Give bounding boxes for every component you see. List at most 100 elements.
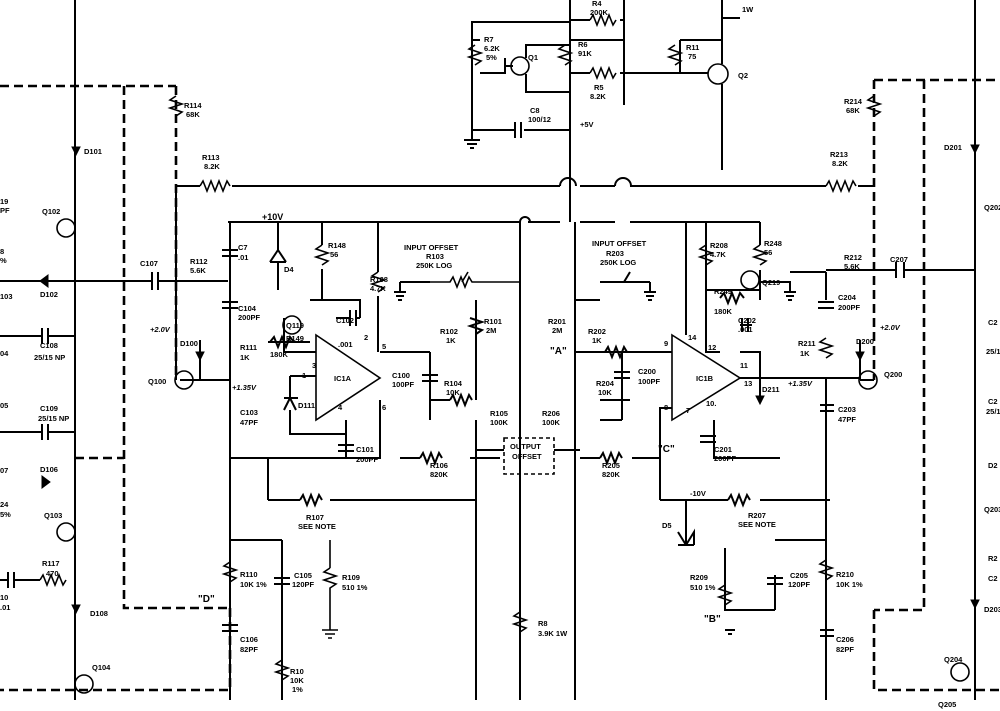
label-out_off2: OFFSET [512,452,542,461]
label-q204: Q204 [944,655,963,664]
label-c204: C204 [838,293,857,302]
label-r117v: 470 [46,569,59,578]
label-q1: Q1 [528,53,538,62]
label-r212: R212 [844,253,862,262]
label-r208: R208 [710,241,728,250]
label-r106: R106 [430,461,448,470]
label-m10v: -10V [690,489,706,498]
label-r103: R103 [426,252,444,261]
label-out_off: OUTPUT [510,442,541,451]
label-pin12: 12 [708,343,716,352]
label-r203v: 250K LOG [600,258,636,267]
label-r208v: 4.7K [710,250,726,259]
label-r105: R105 [490,409,508,418]
label-d211: D211 [762,385,780,394]
label-pin1: 1 [302,371,306,380]
label-r205: R205 [602,461,620,470]
label-d4: D4 [284,265,294,274]
label-q100: Q100 [148,377,166,386]
label-r102: R102 [440,327,458,336]
label-r207n: SEE NOTE [738,520,776,529]
label-q119: Q119 [286,321,304,330]
label-q104: Q104 [92,663,111,672]
label-r111: R111 [240,343,257,352]
label-r10t: 1% [292,685,303,694]
label-r101: R101 [484,317,502,326]
label-c203: C203 [838,405,856,414]
label-c204v: 200PF [838,303,861,312]
label-r107: R107 [306,513,324,522]
label-c105: C105 [294,571,312,580]
label-eR6: D2 [988,461,998,470]
label-r248v: 56 [764,248,772,257]
label-c200v: 100PF [638,377,661,386]
label-r108v: 4.7K [370,284,386,293]
label-c107: C107 [140,259,158,268]
label-r149: R149 [286,334,304,343]
label-r201: R201 [548,317,566,326]
label-pin7: 7 [686,406,690,415]
label-eR1: Q202 [984,203,1000,212]
label-c7: C7 [238,243,248,252]
label-r8v: 3.9K 1W [538,629,568,638]
label-eR4: C2 [988,397,998,406]
label-q102: Q102 [42,207,60,216]
label-d100: D100 [180,339,198,348]
label-p20vb: +2.0V [880,323,901,332]
label-eL7: 05 [0,401,8,410]
label-eR3: 25/1 [986,347,1000,356]
label-r102v: 1K [446,336,456,345]
label-r4w: 1W [742,5,754,14]
label-d106: D106 [40,465,58,474]
label-c108v: 25/15 NP [34,353,65,362]
label-r6v: 91K [578,49,592,58]
label-r204v: 10K [598,388,612,397]
label-c7v: .01 [238,253,248,262]
label-c201: C201 [714,445,732,454]
label-c102: C102 [336,316,354,325]
label-r214v: 68K [846,106,860,115]
label-r5: R5 [594,83,604,92]
label-c103v: 47PF [240,418,258,427]
label-p20v: +2.0V [150,325,171,334]
label-pin4: 4 [338,403,343,412]
label-eL5: 103 [0,292,13,301]
label-eL2: PF [0,206,10,215]
label-r148: R148 [328,241,346,250]
label-p5v: +5V [580,120,594,129]
label-d102: D102 [40,290,58,299]
label-r7v: 6.2K [484,44,500,53]
label-r114: R114 [184,101,202,110]
label-r112v: 5.6K [190,266,206,275]
label-r106v: 820K [430,470,449,479]
label-r11: R11 [686,43,699,52]
label-r4v: 200K [590,8,609,17]
label-c206v: 82PF [836,645,854,654]
label-c8: C8 [530,106,540,115]
label-c101: C101 [356,445,374,454]
label-r10v: 10K [290,676,304,685]
label-pin3: 3 [312,361,316,370]
label-r7: R7 [484,35,494,44]
label-r108: R108 [370,275,388,284]
label-c106v: 82PF [240,645,258,654]
label-in_off2: INPUT OFFSET [592,239,647,248]
label-r212v: 5.6K [844,262,860,271]
label-c104v: 200PF [238,313,261,322]
label-r249v: 180K [714,307,733,316]
label-eL4: % [0,256,7,265]
label-eR9: C2 [988,574,998,583]
label-r114v: 68K [186,110,200,119]
label-eR2: C2 [988,318,998,327]
label-r202: R202 [588,327,606,336]
label-c8v: 100/12 [528,115,551,124]
center-section [476,222,580,700]
label-r202v: 1K [592,336,602,345]
label-c103: C103 [240,408,258,417]
label-r109: R109 [342,573,360,582]
label-ic1b: IC1B [696,374,714,383]
label-eR7: Q203 [984,505,1000,514]
label-pin5: 5 [382,342,386,351]
